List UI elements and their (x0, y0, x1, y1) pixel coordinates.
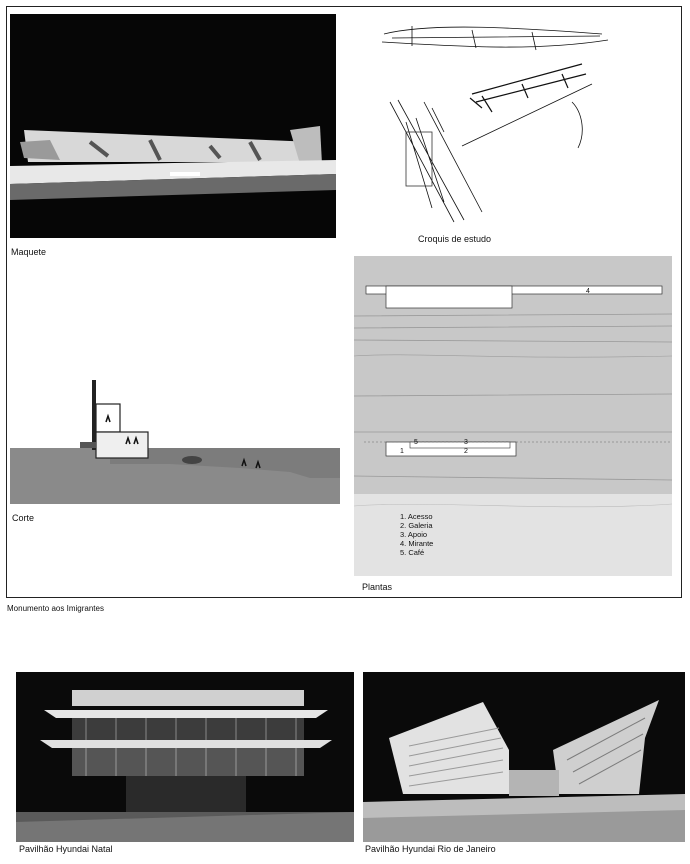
plan-label-3: 3 (464, 439, 468, 446)
maquete-photo (10, 14, 336, 238)
monumento-frame (6, 6, 682, 598)
caption-maquete: Maquete (11, 247, 47, 257)
natal-photo (16, 672, 354, 842)
caption-croquis: Croquis de estudo (418, 234, 492, 244)
legend-item: 1. Acesso (400, 512, 433, 521)
corte-drawing (10, 360, 340, 504)
caption-corte: Corte (12, 513, 35, 523)
legend-item: 2. Galeria (400, 521, 433, 530)
plan-legend: 1. Acesso 2. Galeria 3. Apoio 4. Mirante… (400, 512, 433, 557)
rio-photo (363, 672, 685, 842)
plan-label-2: 2 (464, 448, 468, 455)
legend-item: 3. Apoio (400, 530, 428, 539)
legend-item: 4. Mirante (400, 539, 434, 548)
caption-rio: Pavilhão Hyundai Rio de Janeiro (365, 844, 496, 854)
caption-natal: Pavilhão Hyundai Natal (19, 844, 113, 854)
plan-label-5: 5 (414, 439, 418, 446)
legend-item: 5. Café (400, 548, 425, 557)
caption-monumento: Monumento aos Imigrantes (7, 604, 104, 613)
plantas-drawing: 4 5 3 1 2 1. Acesso 2. Galeria 3. Apoio … (354, 256, 672, 576)
caption-plantas: Plantas (362, 582, 393, 592)
plan-label-1: 1 (400, 448, 404, 455)
croquis-sketch (372, 12, 672, 234)
plan-label-4: 4 (586, 288, 590, 295)
